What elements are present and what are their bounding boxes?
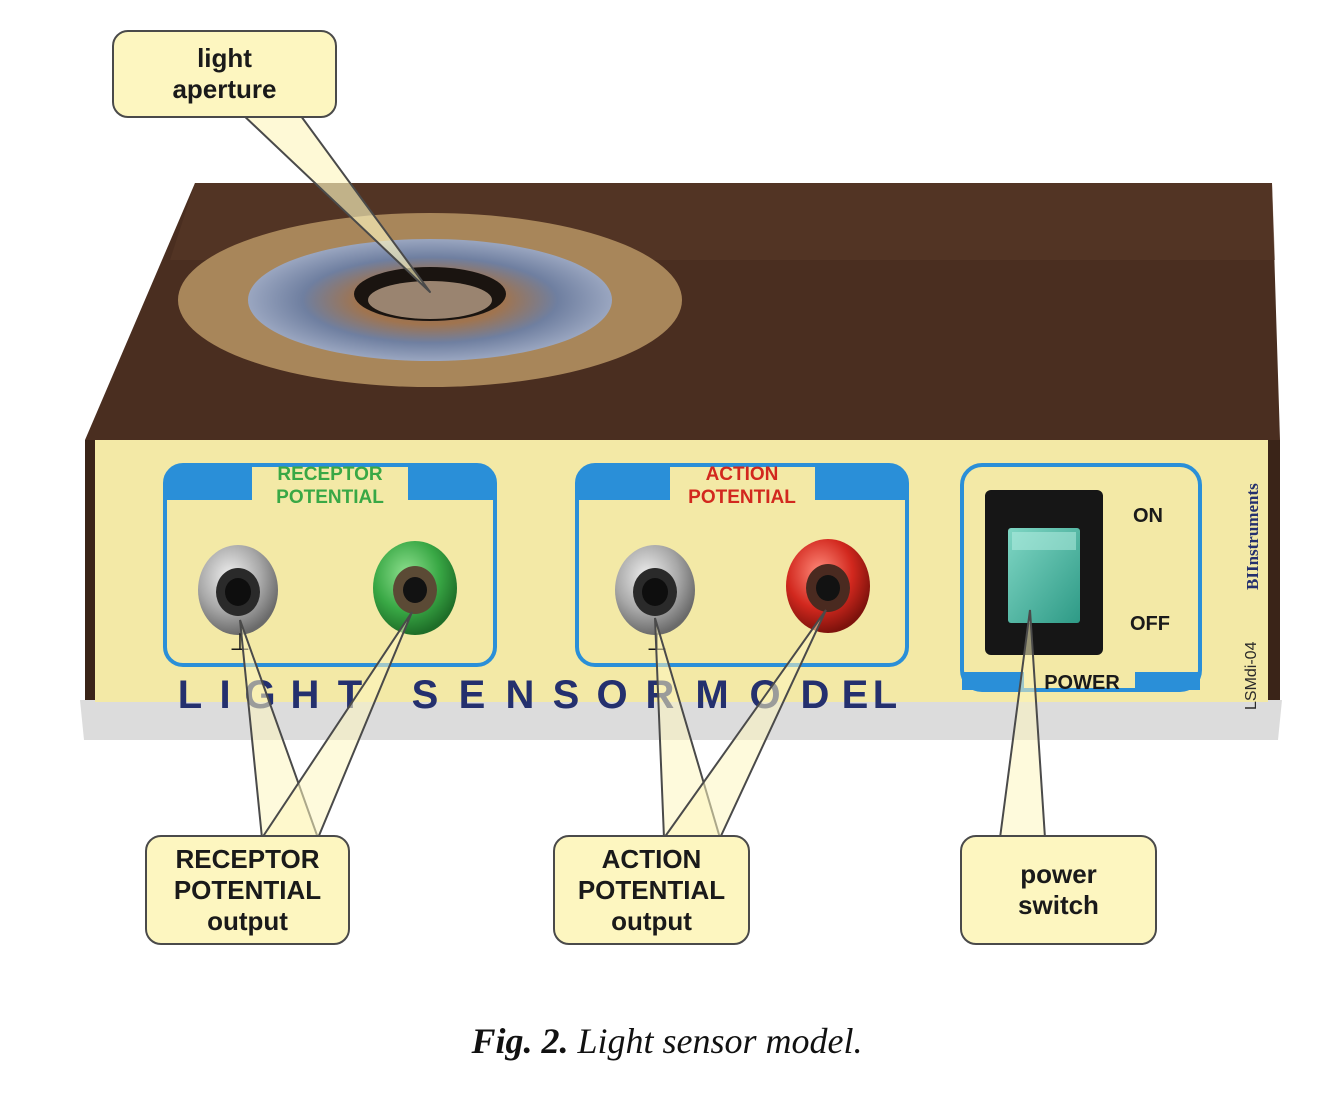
case-side-right [1268, 440, 1280, 700]
action-header-line2: POTENTIAL [688, 487, 796, 508]
callout-text: RECEPTOR [175, 843, 320, 874]
callout-receptor-output: RECEPTOR POTENTIAL output [145, 835, 350, 945]
name-letter: S [553, 673, 580, 717]
callout-text: aperture [172, 74, 277, 104]
action-signal-jack [786, 539, 870, 633]
receptor-header-line2: POTENTIAL [276, 487, 384, 508]
action-frame-tab-left [577, 465, 670, 500]
switch-off-label: OFF [1130, 613, 1170, 635]
case-side-left [85, 440, 95, 700]
name-letter: O [596, 673, 627, 717]
caption-text: Light sensor model. [577, 1021, 863, 1061]
receptor-header-line1: RECEPTOR [277, 464, 383, 485]
callout-text: ACTION [601, 843, 702, 874]
action-header-line1: ACTION [706, 464, 779, 485]
name-letter: I [219, 673, 230, 717]
action-ground-jack [615, 545, 695, 635]
power-switch-highlight [1012, 532, 1076, 550]
power-frame-bar-left [962, 672, 1024, 690]
callout-text: switch [1018, 890, 1099, 920]
action-frame [575, 463, 909, 667]
power-frame [960, 463, 1202, 692]
callout-text: light [197, 43, 252, 73]
power-frame-bar-right [1135, 672, 1200, 690]
aperture-hole [368, 281, 492, 319]
receptor-signal-jack [373, 541, 457, 635]
name-letter: E [459, 673, 486, 717]
name-letter: L [873, 673, 897, 717]
callout-action-output: ACTION POTENTIAL output [553, 835, 750, 945]
name-letter: S [412, 673, 439, 717]
model-code-label: LSMdi-04 [1243, 641, 1260, 710]
name-letter: H [291, 673, 320, 717]
callout-light-aperture: light aperture [112, 30, 337, 118]
name-letter: M [695, 673, 728, 717]
callout-text: POTENTIAL [577, 874, 726, 905]
power-switch-rocker[interactable] [1008, 528, 1080, 623]
name-letter: D [801, 673, 830, 717]
name-letter: N [506, 673, 535, 717]
action-frame-tab-right [815, 465, 907, 500]
name-letter: E [842, 673, 869, 717]
power-label: POWER [1044, 672, 1120, 694]
switch-on-label: ON [1133, 505, 1163, 527]
figure-caption: Fig. 2. Light sensor model. [0, 1020, 1334, 1062]
brand-label: BIInstruments [1243, 483, 1262, 590]
caption-label: Fig. 2. [471, 1021, 569, 1061]
callout-power-switch: power switch [960, 835, 1157, 945]
receptor-frame-tab-left [165, 465, 252, 500]
name-letter: L [178, 673, 202, 717]
callout-text: output [207, 905, 288, 936]
receptor-frame-tab-right [408, 465, 495, 500]
callout-text: output [611, 905, 692, 936]
callout-text: POTENTIAL [173, 874, 322, 905]
receptor-frame [163, 463, 497, 667]
receptor-ground-jack [198, 545, 278, 635]
callout-text: power [1020, 859, 1097, 889]
